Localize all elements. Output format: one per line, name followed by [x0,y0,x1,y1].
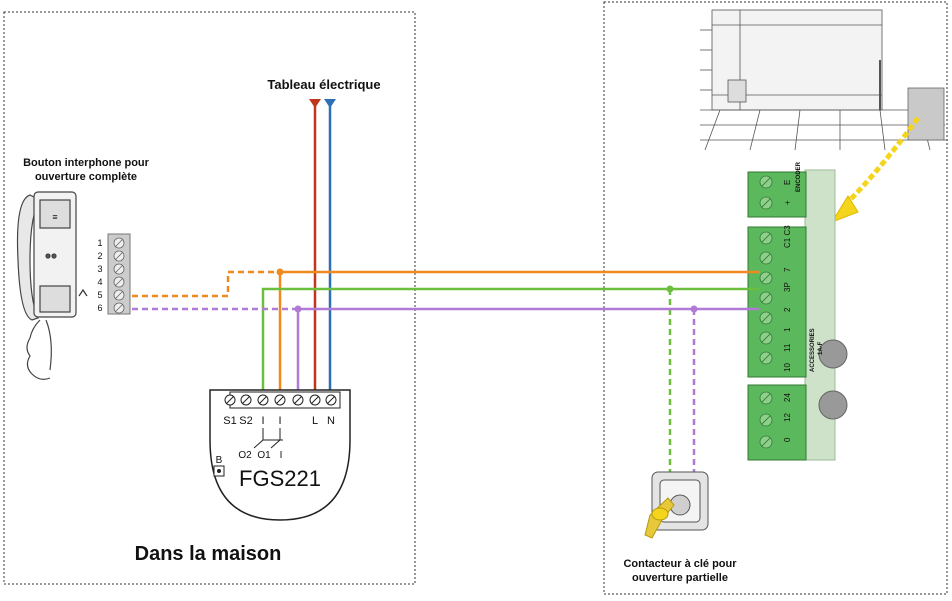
ctrl-main-2: 2 [783,307,792,312]
ctrl-main-screw-0-slot [761,233,771,243]
intercom-terminal-strip: 1 2 3 4 5 6 [97,233,131,315]
module-output-o2: O2 [238,450,252,461]
module-screw-5-slot [311,396,319,404]
module-screw-1-slot [242,396,250,404]
intercom-screw-5-slot [115,304,123,312]
ctrl-accessories-sub: 1A-F [818,341,824,355]
ctrl-main-3p: 3P [783,282,792,292]
green-wire [261,287,760,392]
ctrl-top-screw-0-slot [761,177,771,187]
ctrl-bottom-12: 12 [783,413,792,422]
ctrl-top-screw-1-slot [761,198,771,208]
ctrl-main-11: 11 [783,343,792,352]
intercom-terminal-3: 3 [97,264,102,274]
wires [132,99,760,475]
house-label: Dans la maison [135,543,282,565]
ctrl-main-screw-6-slot [761,353,771,363]
ctrl-main-10: 10 [783,363,792,372]
ctrl-bottom-24: 24 [783,393,792,402]
ctrl-main-c1c3: C1 C3 [783,225,792,248]
ctrl-main-screw-2-slot [761,273,771,283]
intercom-handset [16,191,77,380]
panel-label: Tableau électrique [267,77,380,92]
module-terminal-l: L [312,415,318,427]
ctrl-main-screw-5-slot [761,333,771,343]
fgs221-module: S1 S2 I I L N O2 O1 I B FGS221 [209,389,351,521]
module-screw-0-slot [226,396,234,404]
orange-wire-dashed [132,270,280,298]
module-terminal-n: N [327,415,335,427]
intercom-terminal-2: 2 [97,251,102,261]
ctrl-bottom-screw-2-slot [761,437,771,447]
module-button-label: B [216,455,223,466]
key-switch [644,471,709,539]
ctrl-accessories-label: ACCESSORIES [810,328,816,372]
module-terminal-s1: S1 [223,415,236,427]
module-output-i: I [280,450,283,461]
ctrl-bottom-screw-1-slot [761,415,771,425]
ctrl-main-1: 1 [783,327,792,332]
ctrl-encoder-label: ENCODER [796,161,802,192]
module-terminal-i1: I [261,415,264,427]
module-name: FGS221 [239,466,321,491]
ctrl-main-screw-3-slot [761,293,771,303]
ctrl-bottom-screw-0-slot [761,393,771,403]
intercom-grille: ≡ [52,212,57,222]
ctrl-main-screw-4-slot [761,313,771,323]
gate-illustration [700,9,948,151]
module-screw-4-slot [294,396,302,404]
module-screw-3-slot [276,396,284,404]
intercom-terminal-1: 1 [97,238,102,248]
intercom-screw-1-slot [115,252,123,260]
neutral-arrow [324,99,336,108]
intercom-label-1: Bouton interphone pour [23,157,150,169]
controller-labels: E + ENCODER C1 C3 7 3P 2 1 11 10 ACCESSO… [783,161,824,442]
intercom-terminal-5: 5 [97,290,102,300]
ctrl-top-plus: + [783,200,792,205]
module-terminal-i2: I [278,415,281,427]
ctrl-main-screw-1-slot [761,253,771,263]
house-zone [3,11,416,585]
intercom-label-2: ouverture complète [35,171,137,183]
purple-wire [296,307,760,392]
ctrl-main-7: 7 [783,267,792,272]
ctrl-top-e: E [783,180,792,185]
intercom-terminal-6: 6 [97,303,102,313]
key-label-1: Contacteur à clé pour [623,558,737,570]
ctrl-bottom-0: 0 [783,437,792,442]
intercom-screw-0-slot [115,239,123,247]
key-label-2: ouverture partielle [632,572,728,584]
module-screw-6-slot [327,396,335,404]
yellow-arrow [830,116,921,223]
intercom-terminal-4: 4 [97,277,102,287]
controller-board [747,169,848,461]
live-arrow [309,99,321,108]
intercom-screw-2-slot [115,265,123,273]
intercom-screw-4-slot [115,291,123,299]
intercom-screw-3-slot [115,278,123,286]
intercom-switch-icon [78,288,88,297]
module-screw-2-slot [259,396,267,404]
module-terminal-s2: S2 [239,415,252,427]
module-output-o1: O1 [257,450,271,461]
gate-zone [603,1,948,595]
